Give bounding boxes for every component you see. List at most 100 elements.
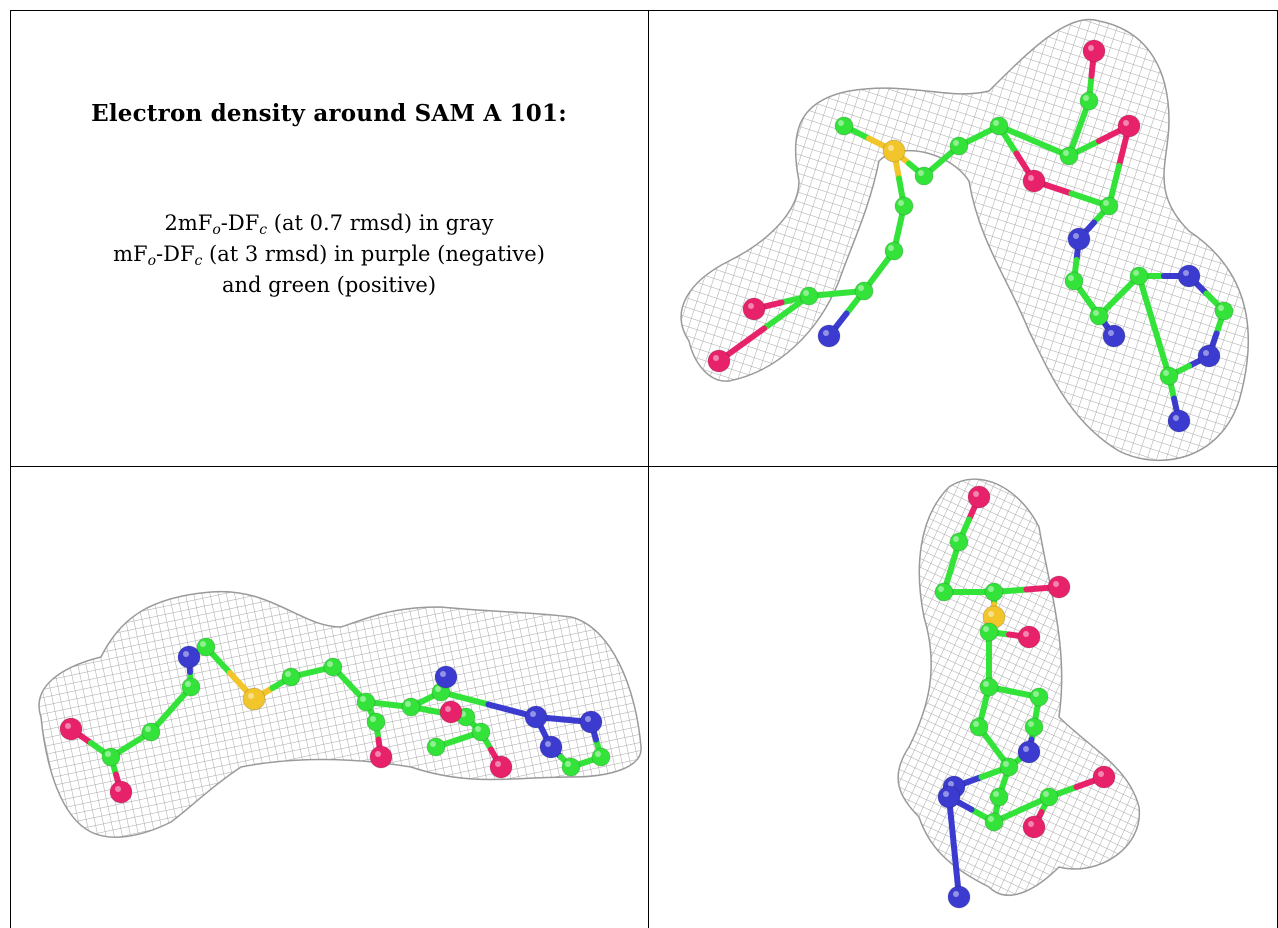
atom-highlight (1218, 305, 1224, 311)
carbon-atom (984, 582, 1004, 602)
line1-pre: 2mF (164, 211, 213, 235)
carbon-atom (101, 747, 121, 767)
atom-highlight (988, 816, 994, 822)
line2-post: (at 3 rmsd) in purple (negative) (202, 242, 545, 266)
atom-highlight (1098, 771, 1104, 777)
carbon-atom (591, 747, 611, 767)
atom-highlight (530, 711, 536, 717)
carbon-atom (834, 116, 854, 136)
atom-highlight (475, 726, 481, 732)
density-mesh (38, 590, 642, 838)
carbon-atom (1089, 306, 1109, 326)
atom-highlight (585, 716, 591, 722)
atom-highlight (1023, 631, 1029, 637)
atom-highlight (1133, 270, 1139, 276)
atom-highlight (435, 686, 441, 692)
carbon-atom (854, 281, 874, 301)
atom-highlight (988, 586, 994, 592)
carbon-atom (949, 532, 969, 552)
carbon-atom (969, 717, 989, 737)
atom-highlight (445, 706, 451, 712)
carbon-atom (1059, 146, 1079, 166)
atom-highlight (918, 170, 924, 176)
atom-highlight (248, 693, 254, 699)
molecule-view-top-right-svg (680, 18, 1250, 462)
atom-highlight (115, 786, 121, 792)
atom-highlight (973, 721, 979, 727)
carbon-atom (914, 166, 934, 186)
atom-highlight (1103, 200, 1109, 206)
carbon-atom (949, 136, 969, 156)
sulfur-atom (242, 687, 266, 711)
atom-highlight (1073, 233, 1079, 239)
nitrogen-atom (947, 885, 971, 909)
atom-highlight (145, 726, 151, 732)
carbon-atom (1099, 196, 1119, 216)
oxygen-atom (707, 349, 731, 373)
oxygen-atom (1117, 114, 1141, 138)
atoms-group (934, 485, 1116, 909)
atom-highlight (1083, 95, 1089, 101)
atom-highlight (1088, 45, 1094, 51)
atom-highlight (838, 120, 844, 126)
atom-highlight (495, 761, 501, 767)
line1-mid: -DF (220, 211, 260, 235)
carbon-atom (1079, 91, 1099, 111)
nitrogen-atom (1102, 324, 1126, 348)
atom-highlight (1163, 370, 1169, 376)
carbon-atom (471, 722, 491, 742)
line1-sub-c: c (259, 222, 268, 238)
grid-line-left (10, 10, 11, 928)
atom-highlight (1033, 691, 1039, 697)
carbon-atom (984, 812, 1004, 832)
nitrogen-atom (1197, 344, 1221, 368)
atom-highlight (823, 330, 829, 336)
bond-stick (761, 293, 812, 332)
caption-title: Electron density around SAM A 101: (91, 100, 567, 127)
carbon-atom (281, 667, 301, 687)
atom-highlight (943, 791, 949, 797)
oxygen-atom (109, 780, 133, 804)
atom-highlight (545, 741, 551, 747)
atom-highlight (360, 696, 366, 702)
atom-highlight (595, 751, 601, 757)
atom-highlight (285, 671, 291, 677)
carbon-atom (323, 657, 343, 677)
carbon-atom (979, 622, 999, 642)
oxygen-atom (1047, 575, 1071, 599)
atom-highlight (1003, 761, 1009, 767)
atom-highlight (1023, 746, 1029, 752)
atom-highlight (1028, 821, 1034, 827)
atom-highlight (1043, 791, 1049, 797)
carbon-atom (989, 116, 1009, 136)
carbon-atom (366, 712, 386, 732)
line1-sub-o: o (212, 222, 221, 238)
atom-highlight (948, 781, 954, 787)
atom-highlight (200, 641, 206, 647)
molecule-view-bottom-right-svg (897, 478, 1140, 909)
line2-sub-o: o (147, 253, 157, 269)
atom-highlight (405, 701, 411, 707)
atom-highlight (888, 245, 894, 251)
atom-highlight (1053, 581, 1059, 587)
atom-highlight (327, 661, 333, 667)
carbon-atom (1029, 687, 1049, 707)
nitrogen-atom (434, 665, 458, 689)
carbon-atom (799, 286, 819, 306)
atom-highlight (1063, 150, 1069, 156)
atom-highlight (803, 290, 809, 296)
atom-highlight (375, 751, 381, 757)
atom-highlight (1203, 350, 1209, 356)
sulfur-atom (882, 139, 906, 163)
molecule-view-bottom-left (11, 467, 648, 928)
density-mesh (897, 478, 1140, 897)
atom-highlight (65, 723, 71, 729)
atom-highlight (370, 716, 376, 722)
oxygen-atom (742, 297, 766, 321)
atom-highlight (713, 355, 719, 361)
carbon-atom (999, 757, 1019, 777)
carbon-atom (894, 196, 914, 216)
nitrogen-atom (817, 324, 841, 348)
caption-description: 2mFo-DFc (at 0.7 rmsd) in gray mFo-DFc (… (10, 208, 648, 301)
atom-highlight (183, 651, 189, 657)
